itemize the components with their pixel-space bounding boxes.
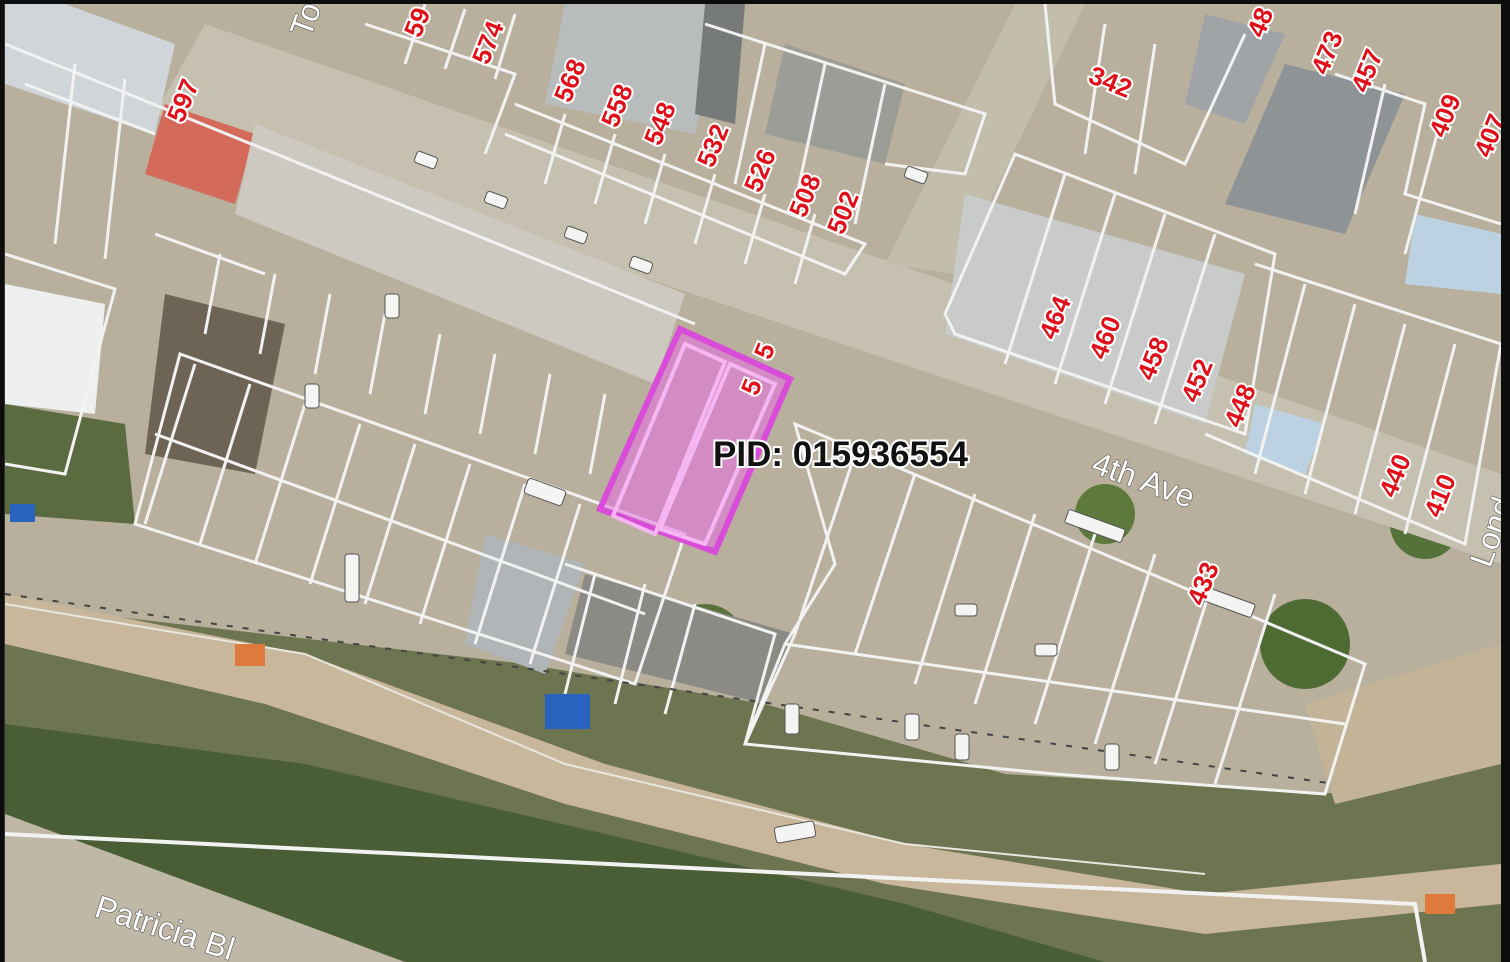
parcel-lines: [5, 4, 1501, 962]
map-canvas[interactable]: 4th Ave Patricia Bl To Lond 597 59 574 5…: [5, 4, 1501, 962]
aerial-parcel-map[interactable]: 4th Ave Patricia Bl To Lond 597 59 574 5…: [4, 4, 1501, 962]
highlighted-parcel[interactable]: [595, 325, 794, 556]
tarps: [10, 504, 1455, 914]
vehicles: [304, 150, 1256, 844]
pid-label: PID: 015936554: [713, 435, 968, 474]
